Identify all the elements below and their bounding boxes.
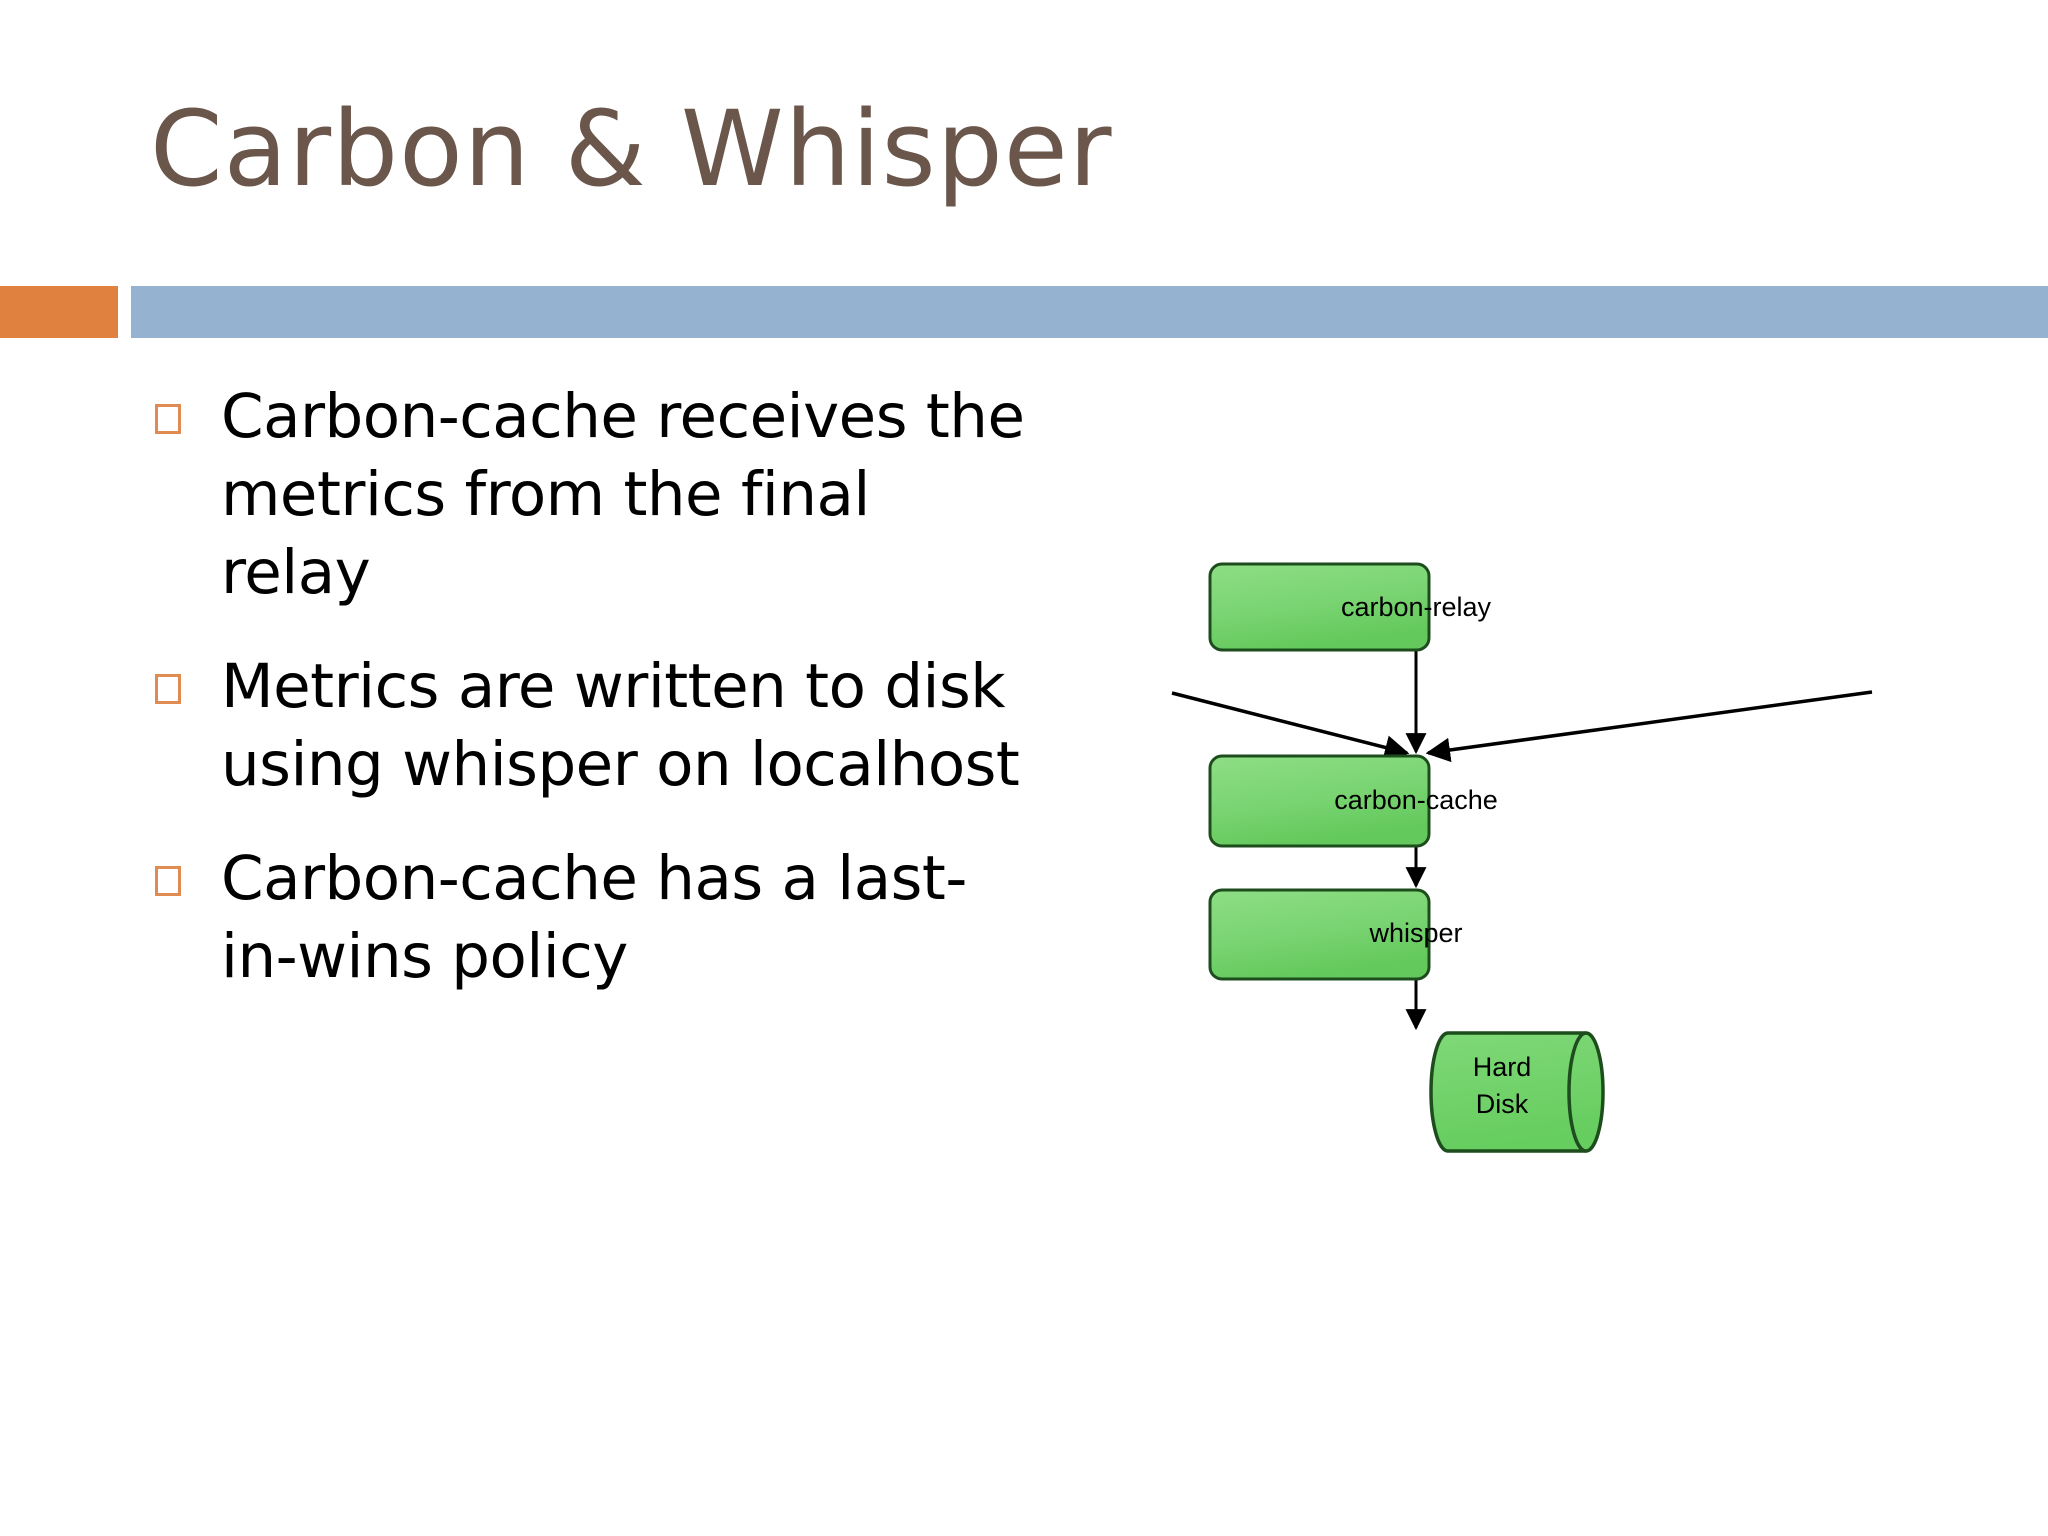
node-whisper-label: whisper — [1368, 918, 1462, 948]
node-carbon-relay-label: carbon-relay — [1341, 592, 1492, 622]
edge-left-inbound — [1171, 691, 1410, 760]
bullet-text: Carbon-cache has a last-in-wins policy — [221, 843, 967, 993]
node-carbon-relay[interactable]: carbon-relay — [1208, 562, 1492, 652]
node-hard-disk[interactable]: Hard Disk — [1429, 1031, 1605, 1153]
bullet-list: Carbon-cache receives the metrics from t… — [155, 378, 1035, 1033]
divider-bar — [131, 286, 2048, 338]
edge-right-inbound — [1425, 690, 1873, 763]
title-divider — [0, 286, 2048, 338]
list-item: Carbon-cache has a last-in-wins policy — [155, 840, 1035, 996]
node-hard-disk-label-line2: Disk — [1476, 1089, 1529, 1119]
bullet-text: Carbon-cache receives the metrics from t… — [221, 381, 1025, 609]
list-item: Carbon-cache receives the metrics from t… — [155, 378, 1035, 612]
hollow-square-bullet-icon — [155, 674, 181, 705]
list-item: Metrics are written to disk using whispe… — [155, 648, 1035, 804]
node-carbon-cache-label: carbon-cache — [1334, 785, 1498, 815]
hollow-square-bullet-icon — [155, 404, 181, 434]
architecture-diagram: carbon-relay carbon-cache whisper Hard D… — [1130, 530, 1930, 1210]
node-carbon-cache[interactable]: carbon-cache — [1208, 754, 1498, 848]
bullet-text: Metrics are written to disk using whispe… — [221, 651, 1020, 801]
hollow-square-bullet-icon — [155, 866, 181, 897]
page-title: Carbon & Whisper — [150, 88, 1113, 210]
node-hard-disk-label-line1: Hard — [1473, 1052, 1532, 1082]
divider-accent-block — [0, 286, 118, 338]
node-whisper[interactable]: whisper — [1208, 888, 1463, 981]
